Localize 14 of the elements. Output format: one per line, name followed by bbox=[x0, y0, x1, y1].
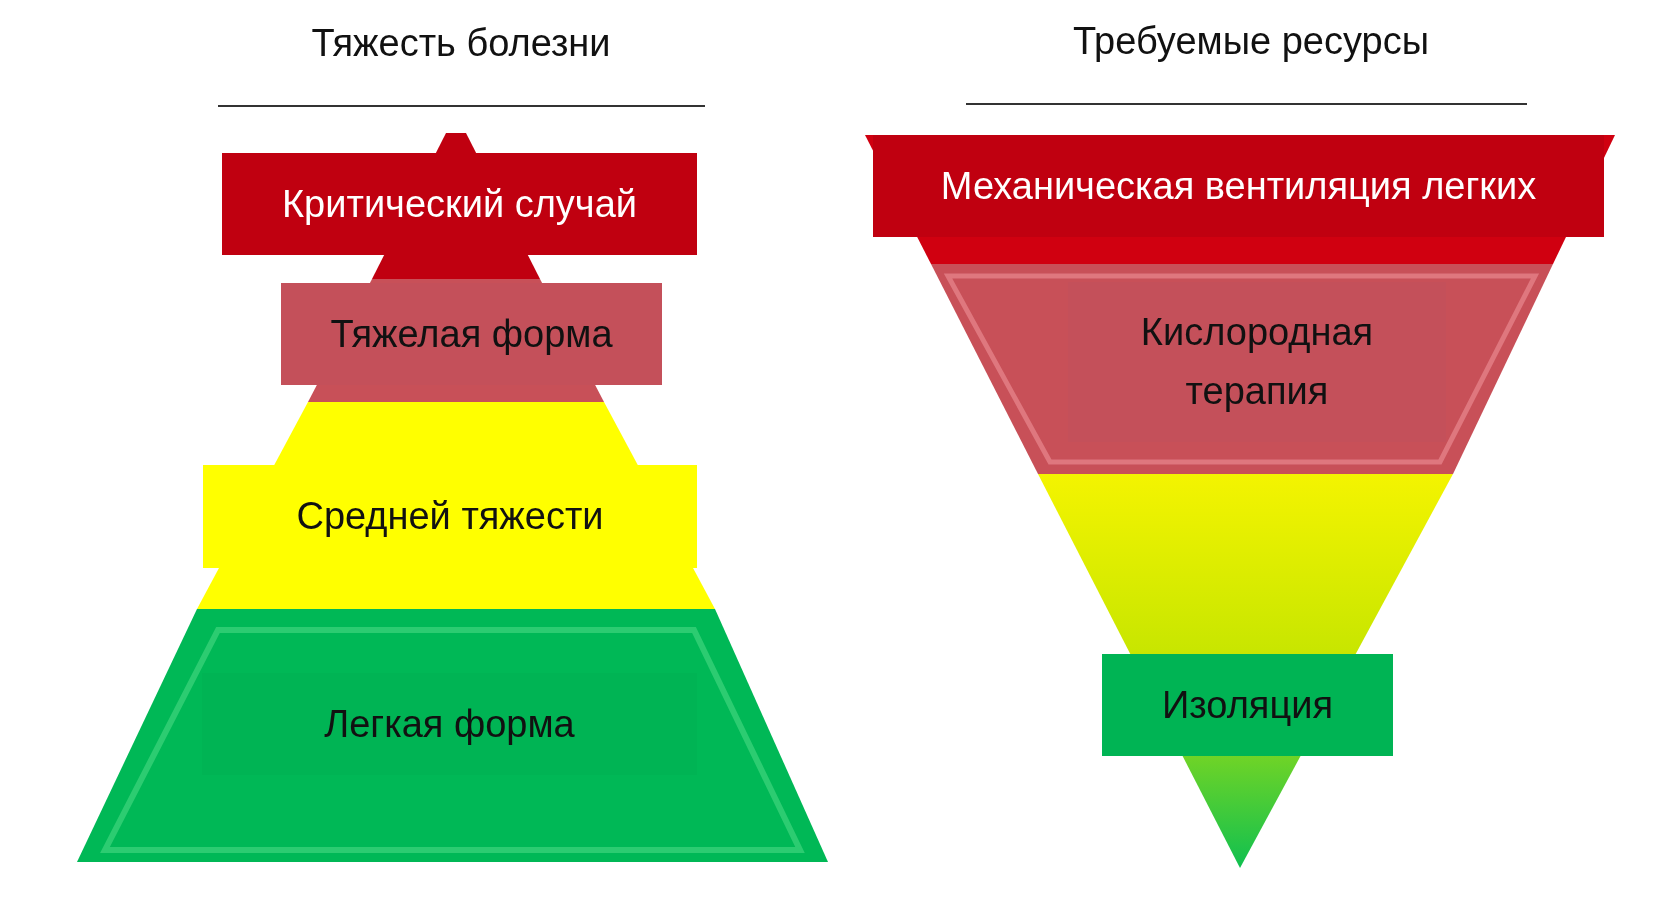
level-label: Изоляция bbox=[1162, 682, 1333, 728]
level-box bbox=[281, 283, 662, 385]
level-label: Кислородная терапия bbox=[1139, 310, 1375, 414]
level-box bbox=[873, 135, 1604, 237]
level-label: Тяжелая форма bbox=[330, 311, 613, 357]
level-box bbox=[1102, 654, 1393, 756]
level-label: Средней тяжести bbox=[296, 494, 604, 540]
column-heading: Требуемые ресурсы bbox=[1073, 20, 1429, 63]
level-box bbox=[222, 153, 697, 255]
level-label: Легкая форма bbox=[324, 701, 575, 747]
level-label: Механическая вентиляция легких bbox=[940, 163, 1537, 209]
level-label: Критический случай bbox=[282, 181, 637, 227]
level-box bbox=[1068, 282, 1446, 442]
column-heading: Тяжесть болезни bbox=[311, 22, 611, 65]
